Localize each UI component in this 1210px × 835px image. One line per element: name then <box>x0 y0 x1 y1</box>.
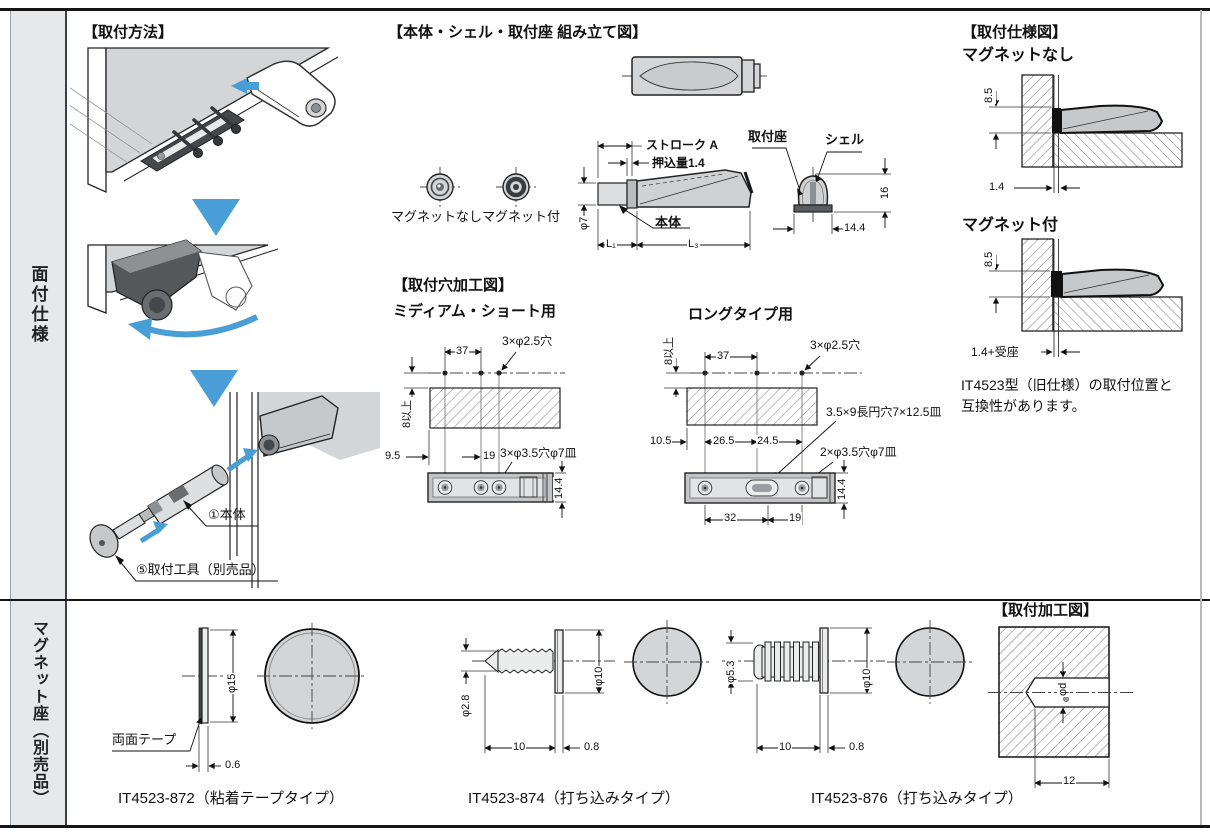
spec-magnet-none-heading: マグネットなし <box>962 47 1075 64</box>
blue-rotate-arrow-icon <box>147 314 259 338</box>
seat874-d10-dim: 10 <box>512 741 527 754</box>
mounting-plate-medium <box>427 472 554 503</box>
holes-long-d32: 32 <box>723 512 738 525</box>
seat874-d08-dim: 0.8 <box>583 741 601 754</box>
spec-title: 【取付仕様図】 <box>962 24 1068 41</box>
step-down-arrow-1-icon <box>192 199 240 236</box>
bottom-rule <box>0 825 1210 828</box>
seat874-dia28-dim: φ2.8 <box>460 693 473 718</box>
seat876-d10-dim: 10 <box>778 741 793 754</box>
spec-d85a-dim: 8.5 <box>983 86 996 104</box>
holes-long-top-holes: 3×φ2.5穴 <box>810 338 861 353</box>
sidebar-label-surface-mount: 面付仕様 <box>28 264 48 345</box>
right-edge-line <box>1200 10 1202 825</box>
holes-long-d105: 10.5 <box>649 435 673 448</box>
seat876-d08-dim: 0.8 <box>848 741 866 754</box>
holes-long-subtitle: ロングタイプ用 <box>688 306 794 323</box>
magnet-seat-874-drawing <box>461 620 710 753</box>
sidebar-label-magnet-seat: マグネット座（別売品） <box>30 619 47 807</box>
magnet-seat-872-drawing <box>112 623 367 772</box>
holes-long-d265: 26.5 <box>712 435 736 448</box>
assembly-w144-dim: 14.4 <box>843 222 867 235</box>
holes-medium-bottom-holes: 3×φ3.5穴φ7皿 <box>500 446 577 461</box>
assembly-body-label: 本体 <box>655 215 682 230</box>
holes-long-bottom-holes: 2×φ3.5穴φ7皿 <box>820 445 897 460</box>
sidebar-row2-cell: マグネット座（別売品） <box>10 601 67 825</box>
assembly-magnet-with-label: マグネット付 <box>482 209 561 224</box>
spec-magnet-none-drawing <box>989 74 1183 193</box>
holes-medium-d19: 19 <box>482 450 497 463</box>
holes-medium-d37: 37 <box>455 345 470 358</box>
holes-long-d245: 24.5 <box>756 435 780 448</box>
middle-rule <box>0 599 1210 601</box>
holes-long-oblong: 3.5×9長円穴7×12.5皿 <box>826 405 942 420</box>
holes-medium-min8: 8以上 <box>401 398 414 429</box>
spec-note-line1: IT4523型（旧仕様）の取付位置と <box>961 377 1173 393</box>
blue-insert-arrow-icon <box>243 448 258 462</box>
spec-d14z-dim: 1.4+受座 <box>971 345 1019 359</box>
magnet-with-front-view <box>496 167 536 207</box>
assembly-shell-label: シェル <box>825 132 865 147</box>
spec-magnet-with-drawing <box>989 238 1183 357</box>
holes-medium-d144: 14.4 <box>553 476 566 500</box>
seat876-dia53-dim: φ5.3 <box>725 659 738 684</box>
install-method-illustration <box>70 47 380 588</box>
assembly-h16-dim: 16 <box>879 185 892 200</box>
blue-insert-arrow-icon <box>231 78 247 94</box>
seat-machining-diad-dim: φd <box>1057 681 1070 697</box>
assembly-magnet-none-label: マグネットなし <box>391 209 483 224</box>
install-step-2 <box>87 239 279 340</box>
holes-long-d144: 14.4 <box>836 477 849 501</box>
assembly-mount-base-label: 取付座 <box>748 129 788 144</box>
seat872-d06-dim: 0.6 <box>224 759 242 772</box>
assembly-l1-dim: L₁ <box>605 238 617 251</box>
seat872-tape-label: 両面テープ <box>112 732 177 747</box>
seat874-dia10-dim: φ10 <box>593 665 606 687</box>
magnet-seat-876-drawing <box>722 620 973 753</box>
hole-machining-long-drawing <box>664 352 862 525</box>
method-title: 【取付方法】 <box>83 24 174 41</box>
assembly-title: 【本体・シェル・取付座 組み立て図】 <box>388 24 648 41</box>
assembly-push-dim: 押込量1.4 <box>652 156 705 170</box>
seat872-dia15-dim: φ15 <box>226 672 239 694</box>
assembly-end-view <box>752 147 891 234</box>
mounting-plate-long <box>684 472 836 504</box>
assembly-stroke-dim: ストローク A <box>646 138 719 152</box>
method-tool-label: ⑤取付工具（別売品） <box>136 562 265 577</box>
assembly-top-view <box>622 56 770 96</box>
spec-d85b-dim: 8.5 <box>983 250 996 268</box>
seat876-dia10-dim: φ10 <box>861 667 874 689</box>
step-down-arrow-2-icon <box>190 370 238 407</box>
mounting-spec-drawings <box>989 74 1183 357</box>
assembly-side-view <box>578 141 754 250</box>
assembly-l3-dim: L₃ <box>687 238 700 251</box>
install-step-1 <box>70 47 339 194</box>
magnet-none-front-view <box>420 167 460 207</box>
spec-d14-dim: 1.4 <box>988 181 1006 194</box>
holes-title: 【取付穴加工図】 <box>393 277 514 294</box>
install-step-3 <box>89 392 380 588</box>
spec-note-line2: 互換性があります。 <box>961 398 1086 414</box>
holes-medium-d95: 9.5 <box>384 450 402 463</box>
assembly-dia7-dim: φ7 <box>578 215 591 231</box>
seat876-caption: IT4523-876（打ち込みタイプ） <box>811 790 1023 807</box>
seat-machining-d12-dim: 12 <box>1062 775 1077 788</box>
assembly-drawing <box>420 56 891 250</box>
top-rule <box>0 8 1210 11</box>
holes-long-min8: 8以上 <box>663 335 676 366</box>
seat-machining-title: 【取付加工図】 <box>993 602 1099 619</box>
seat872-caption: IT4523-872（粘着テープタイプ） <box>118 790 344 807</box>
method-body-label: ①本体 <box>208 507 246 522</box>
holes-medium-subtitle: ミディアム・ショート用 <box>393 303 556 320</box>
hole-machining-medium-drawing <box>404 347 566 518</box>
seat874-caption: IT4523-874（打ち込みタイプ） <box>468 790 680 807</box>
holes-long-d37: 37 <box>716 350 731 363</box>
holes-long-d19: 19 <box>788 512 803 525</box>
sidebar-row1-cell: 面付仕様 <box>10 10 67 599</box>
seat-machining-drawing <box>988 626 1133 788</box>
spec-magnet-with-heading: マグネット付 <box>962 217 1059 234</box>
holes-medium-top-holes: 3×φ2.5穴 <box>502 334 553 349</box>
